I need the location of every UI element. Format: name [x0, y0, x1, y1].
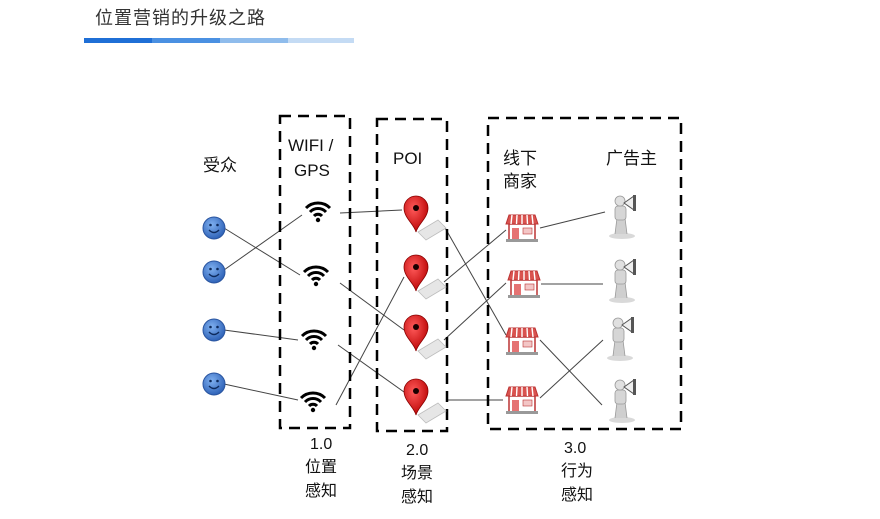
line-store4-adv3 — [539, 339, 604, 399]
box-stage2 — [375, 117, 449, 433]
box-stage3 — [486, 116, 683, 431]
title-underline-4 — [288, 38, 354, 43]
audience-face-icon — [202, 260, 226, 284]
header-store-line2: 商家 — [503, 172, 537, 191]
map-pin-icon — [403, 378, 447, 424]
map-pin-icon — [403, 314, 447, 360]
line-face3-wifi3 — [223, 329, 299, 341]
line-store3-adv4 — [539, 339, 603, 406]
line-pin2-store1 — [443, 229, 507, 283]
line-wifi3-pin4 — [337, 344, 405, 393]
wifi-icon — [304, 201, 332, 224]
header-advertiser: 广告主 — [606, 149, 657, 168]
page-title: 位置营销的升级之路 — [95, 8, 266, 28]
store-icon — [507, 270, 541, 299]
line-store1-adv1 — [539, 211, 606, 229]
advertiser-megaphone-icon — [608, 378, 637, 424]
map-pin-icon — [403, 254, 447, 300]
stage1-number: 1.0 — [310, 436, 332, 453]
header-audience: 受众 — [203, 156, 237, 175]
audience-face-icon — [202, 372, 226, 396]
header-poi: POI — [393, 149, 422, 168]
wifi-icon — [302, 265, 330, 288]
line-face4-wifi4 — [223, 383, 299, 401]
line-wifi4-pin2 — [335, 276, 405, 406]
advertiser-megaphone-icon — [606, 316, 635, 362]
stage2-label-line2: 感知 — [401, 488, 433, 506]
stage2-number: 2.0 — [406, 442, 428, 459]
line-pin1-store3 — [443, 225, 507, 336]
line-face2-wifi1 — [223, 214, 303, 271]
stage1-label-line1: 位置 — [305, 458, 337, 476]
store-icon — [505, 214, 539, 243]
title-underline-3 — [220, 38, 288, 43]
store-icon — [505, 327, 539, 356]
stage3-label-line2: 感知 — [561, 486, 593, 504]
wifi-icon — [299, 391, 327, 414]
stage3-label-line1: 行为 — [561, 462, 593, 480]
title-underline-2 — [152, 38, 220, 43]
store-icon — [505, 386, 539, 415]
audience-face-icon — [202, 216, 226, 240]
stage3-number: 3.0 — [564, 440, 586, 457]
line-face1-wifi2 — [223, 227, 301, 276]
box-stage1 — [278, 114, 352, 430]
connection-lines — [223, 209, 606, 406]
line-pin3-store2 — [443, 282, 507, 341]
advertiser-megaphone-icon — [608, 194, 637, 240]
header-wifi-line1: WIFI / — [288, 136, 334, 155]
wifi-icon — [300, 329, 328, 352]
audience-face-icon — [202, 318, 226, 342]
map-pin-icon — [403, 195, 447, 241]
header-wifi-line2: GPS — [294, 161, 330, 180]
title-underline-1 — [84, 38, 152, 43]
stage2-label-line1: 场景 — [401, 464, 433, 482]
advertiser-megaphone-icon — [608, 258, 637, 304]
header-store-line1: 线下 — [503, 149, 537, 168]
stage1-label-line2: 感知 — [305, 482, 337, 500]
